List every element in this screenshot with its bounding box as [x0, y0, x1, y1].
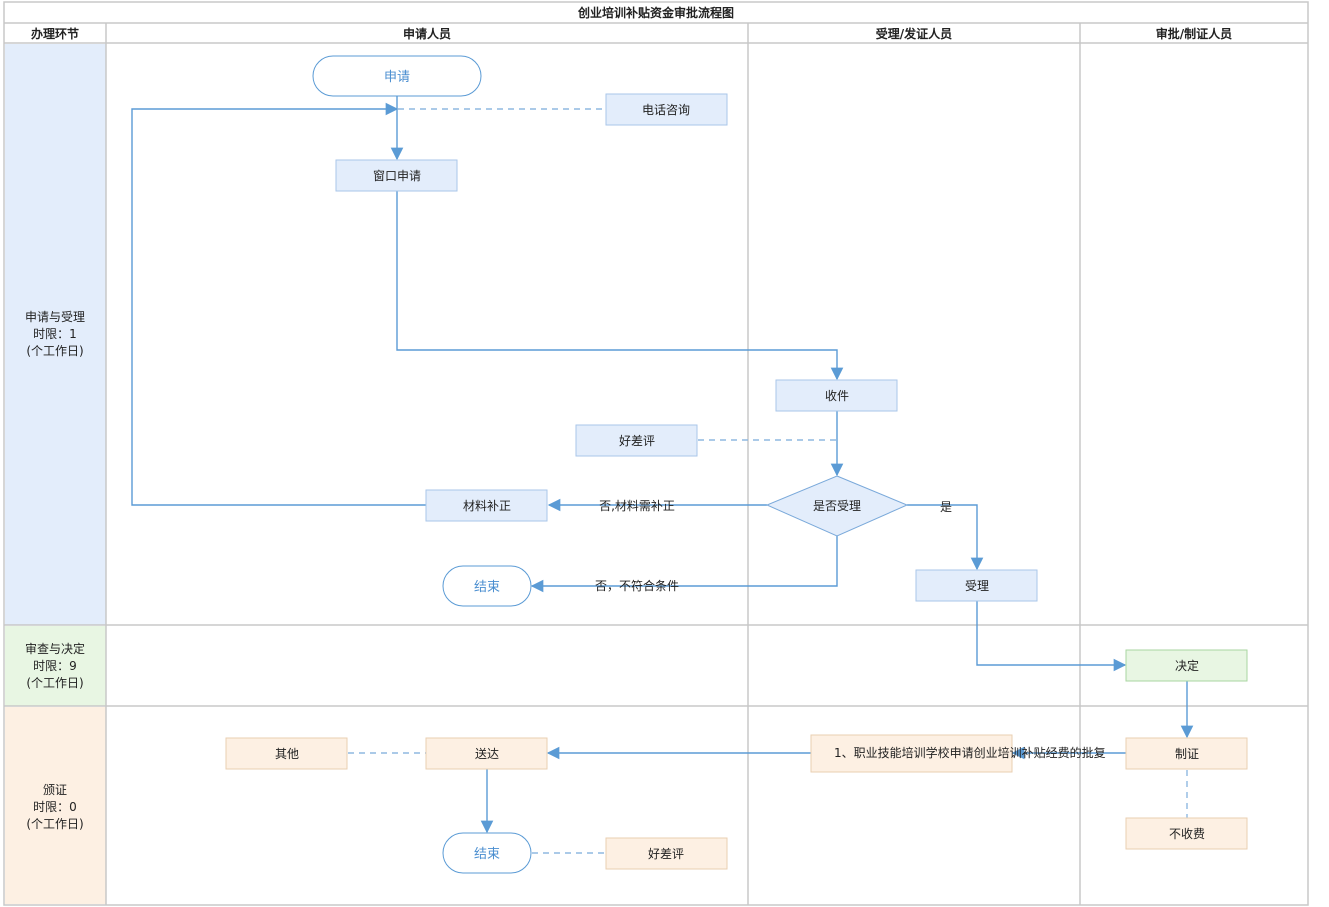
svg-text:窗口申请: 窗口申请	[373, 169, 421, 183]
stage-label-issue: 颁证 时限：0 (个工作日)	[26, 782, 83, 831]
svg-text:时限：9: 时限：9	[33, 659, 77, 673]
svg-text:其他: 其他	[275, 747, 299, 761]
svg-text:受理: 受理	[965, 579, 989, 593]
svg-text:结束: 结束	[474, 580, 500, 595]
stage-label-apply: 申请与受理 时限：1 (个工作日)	[25, 310, 85, 358]
svg-text:时限：0: 时限：0	[33, 800, 77, 814]
svg-text:时限：1: 时限：1	[33, 327, 77, 341]
svg-text:是否受理: 是否受理	[813, 499, 861, 513]
node-rating-2[interactable]: 好差评	[605, 837, 728, 870]
edge-label-need-fix: 否,材料需补正	[599, 499, 675, 513]
edge-label-not-qualified: 否，不符合条件	[595, 578, 679, 593]
node-material-fix[interactable]: 材料补正	[425, 489, 548, 522]
node-accept-decision[interactable]: 是否受理	[765, 475, 909, 537]
header-stage: 办理环节	[31, 26, 79, 41]
svg-text:收件: 收件	[825, 389, 849, 403]
svg-text:(个工作日): (个工作日)	[26, 817, 83, 831]
node-receive[interactable]: 收件	[775, 379, 898, 412]
svg-text:送达: 送达	[475, 746, 499, 761]
stage-bg-apply	[5, 44, 106, 625]
svg-text:审查与决定: 审查与决定	[25, 641, 85, 656]
svg-text:电话咨询: 电话咨询	[642, 102, 690, 117]
node-no-fee[interactable]: 不收费	[1125, 817, 1248, 850]
svg-text:好差评: 好差评	[648, 847, 684, 861]
node-window-apply[interactable]: 窗口申请	[335, 159, 458, 192]
node-decide[interactable]: 决定	[1125, 649, 1248, 682]
node-accept[interactable]: 受理	[915, 569, 1038, 602]
svg-text:申请: 申请	[384, 70, 410, 85]
stage-label-review: 审查与决定 时限：9 (个工作日)	[25, 641, 85, 690]
node-end-1[interactable]: 结束	[442, 565, 532, 607]
node-rating-1[interactable]: 好差评	[575, 424, 698, 457]
node-other[interactable]: 其他	[225, 737, 348, 770]
node-approval-document[interactable]: 1、职业技能培训学校申请创业培训补贴经费的批复	[810, 734, 1106, 773]
edge-decision-to-end	[530, 536, 838, 593]
edge-accept-to-decide	[976, 601, 1127, 672]
svg-text:(个工作日): (个工作日)	[26, 344, 83, 358]
node-deliver[interactable]: 送达	[425, 737, 548, 770]
header-applicant: 申请人员	[403, 26, 451, 41]
svg-text:制证: 制证	[1175, 747, 1199, 761]
svg-text:决定: 决定	[1175, 658, 1199, 673]
svg-text:颁证: 颁证	[43, 782, 67, 797]
svg-text:1、职业技能培训学校申请创业培训补贴经费的批复: 1、职业技能培训学校申请创业培训补贴经费的批复	[834, 745, 1106, 760]
svg-text:(个工作日): (个工作日)	[26, 676, 83, 690]
header-approver: 审批/制证人员	[1156, 26, 1232, 41]
stage-bg-review	[5, 626, 106, 706]
edge-decision-to-accept	[907, 504, 984, 571]
edge-window-to-receive	[396, 191, 844, 381]
svg-text:申请与受理: 申请与受理	[25, 310, 85, 324]
node-start[interactable]: 申请	[312, 55, 482, 97]
svg-text:好差评: 好差评	[619, 434, 655, 448]
node-end-2[interactable]: 结束	[442, 832, 532, 874]
diagram-title: 创业培训补贴资金审批流程图	[577, 5, 734, 20]
stage-bg-issue	[5, 707, 106, 904]
edge-label-yes: 是	[940, 500, 952, 514]
table-grid	[3, 1, 1309, 906]
node-make-cert[interactable]: 制证	[1125, 737, 1248, 770]
edge-fix-to-start	[131, 102, 426, 506]
svg-text:材料补正: 材料补正	[463, 499, 511, 513]
node-phone-consult[interactable]: 电话咨询	[605, 93, 728, 126]
header-acceptor: 受理/发证人员	[876, 26, 952, 41]
svg-text:不收费: 不收费	[1169, 827, 1205, 841]
svg-text:结束: 结束	[474, 847, 500, 862]
